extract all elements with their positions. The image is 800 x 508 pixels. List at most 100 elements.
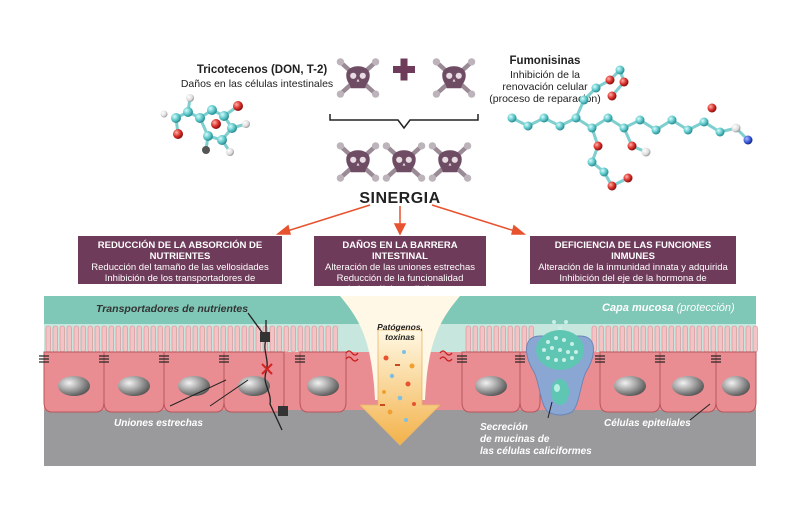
- nutrient-transporter-line: [247, 312, 283, 431]
- transporter-icon: [278, 406, 288, 416]
- microvillus: [661, 325, 667, 353]
- fumonisin-molecule: [507, 65, 753, 191]
- cell-nucleus: [614, 376, 646, 396]
- microvillus: [66, 325, 72, 353]
- pathogens-label-1: Patógenos,: [377, 322, 423, 332]
- microvillus: [185, 325, 191, 353]
- cell-nucleus: [475, 376, 507, 396]
- goblet-cell: [526, 320, 594, 416]
- nutrient-transporters-label: Transportadores de nutrientes: [96, 303, 249, 315]
- cell-nucleus: [722, 376, 750, 396]
- effect-line: Alteración de las uniones estrechas: [325, 262, 475, 273]
- microvillus: [122, 325, 128, 353]
- microvillus: [199, 325, 205, 353]
- microvillus: [94, 325, 100, 353]
- microvillus: [213, 325, 219, 353]
- microvillus: [682, 325, 688, 353]
- microvillus: [465, 325, 471, 353]
- synergy-arrows: [275, 204, 527, 236]
- microvillus: [703, 325, 709, 353]
- microvillus: [206, 325, 212, 353]
- trichothecenes-subtitle: Daños en las células intestinales: [180, 78, 334, 90]
- microvillus: [150, 325, 156, 353]
- microvillus: [507, 325, 513, 353]
- microvillus: [633, 325, 639, 353]
- trichothecene-molecule: [160, 94, 250, 156]
- trichothecenes-title: Tricotecenos (DON, T-2): [196, 64, 328, 76]
- microvillus: [227, 325, 233, 353]
- microvillus: [724, 325, 730, 353]
- cell-nucleus: [672, 376, 704, 396]
- fumonisins-subtitle-2: renovación celular: [502, 81, 588, 93]
- microvillus: [304, 325, 310, 353]
- pathogen-particles: [380, 350, 416, 422]
- microvillus: [605, 325, 611, 353]
- effect-title: DEFICIENCIA DE LAS FUNCIONES INMUNES: [554, 240, 712, 262]
- microvillus: [612, 325, 618, 353]
- fumonisins-subtitle-1: Inhibición de la: [509, 69, 581, 81]
- skull-icon: [383, 142, 426, 182]
- microvillus: [101, 325, 107, 353]
- microvillus: [598, 325, 604, 353]
- transporter-icon: [260, 332, 270, 342]
- microvillus: [192, 325, 198, 353]
- microvillus: [248, 325, 254, 353]
- microvillus: [689, 325, 695, 353]
- effect-line: de las células caliciformes: [344, 284, 456, 295]
- microvillus: [325, 325, 331, 353]
- cell-nucleus: [307, 376, 339, 396]
- microvillus: [283, 325, 289, 353]
- microvillus: [45, 325, 51, 353]
- microvillus: [500, 325, 506, 353]
- skull-icon: [337, 142, 380, 182]
- microvillus: [486, 325, 492, 353]
- mucin-label-3: las células caliciformes: [480, 446, 592, 457]
- microvillus: [73, 325, 79, 353]
- cell-nucleus: [58, 376, 90, 396]
- microvillus: [654, 325, 660, 353]
- microvillus: [276, 325, 282, 353]
- mucin-label-1: Secreción: [480, 422, 528, 433]
- effect-box-barrier: DAÑOS EN LA BARRERA INTESTINAL Alteració…: [314, 236, 486, 295]
- effect-line: Inhibición del eje de la hormona de crec…: [559, 273, 707, 295]
- microvillus: [619, 325, 625, 353]
- microvillus: [115, 325, 121, 353]
- skull-icon: [337, 58, 380, 98]
- microvillus: [143, 325, 149, 353]
- microvillus: [717, 325, 723, 353]
- microvillus: [640, 325, 646, 353]
- microvillus: [129, 325, 135, 353]
- epithelial-cells-label: Células epiteliales: [604, 418, 691, 429]
- cell-nucleus: [178, 376, 210, 396]
- microvillus: [234, 325, 240, 353]
- microvillus: [675, 325, 681, 353]
- microvillus: [59, 325, 65, 353]
- microvillus: [745, 325, 751, 353]
- effect-line: Inhibición de los transportadores de nut…: [104, 273, 256, 295]
- fumonisins-subtitle-3: (proceso de reparación): [489, 93, 601, 105]
- effect-box-immune: DEFICIENCIA DE LAS FUNCIONES INMUNES Alt…: [530, 236, 736, 295]
- microvillus: [157, 325, 163, 353]
- microvillus: [311, 325, 317, 353]
- microvilli: [45, 325, 758, 353]
- microvillus: [752, 325, 758, 353]
- microvillus: [136, 325, 142, 353]
- microvillus: [290, 325, 296, 353]
- epithelial-cells: [39, 351, 757, 413]
- effect-line: Reducción del tamaño de las vellosidades: [91, 262, 269, 273]
- skull-icon: [433, 58, 476, 98]
- microvillus: [171, 325, 177, 353]
- microvillus: [164, 325, 170, 353]
- microvillus: [710, 325, 716, 353]
- microvillus: [269, 325, 275, 353]
- fumonisins-title: Fumonisinas: [509, 55, 581, 67]
- microvillus: [220, 325, 226, 353]
- microvillus: [738, 325, 744, 353]
- microvillus: [668, 325, 674, 353]
- microvillus: [696, 325, 702, 353]
- microvillus: [87, 325, 93, 353]
- tight-junctions-label: Uniones estrechas: [114, 418, 203, 429]
- microvillus: [731, 325, 737, 353]
- synergy-label: SINERGIA: [359, 190, 441, 207]
